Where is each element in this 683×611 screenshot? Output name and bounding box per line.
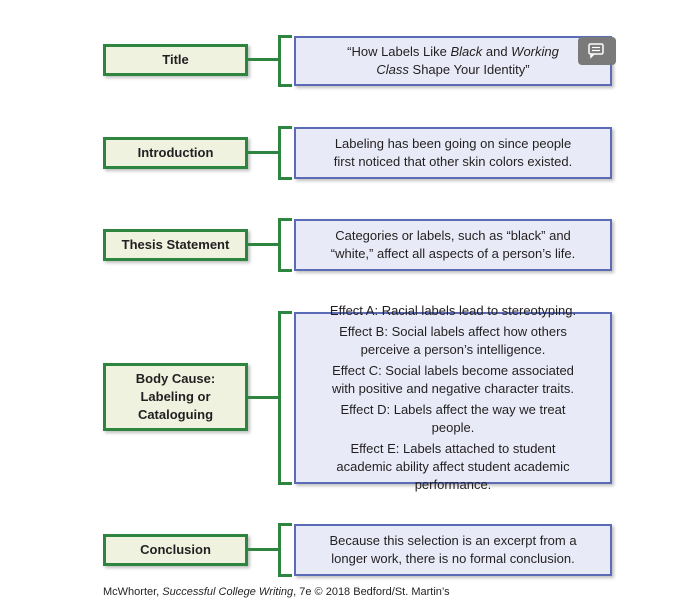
effect-c: Effect C: Social labels become associate… bbox=[331, 363, 575, 396]
label-thesis-statement: Thesis Statement bbox=[103, 229, 248, 261]
bracket-title bbox=[278, 35, 292, 87]
connector-thesis-statement bbox=[248, 243, 278, 246]
content-introduction: Labeling has been going on since people … bbox=[294, 127, 612, 179]
effect-a: Effect A: Racial labels lead to stereoty… bbox=[329, 303, 577, 318]
content-conclusion: Because this selection is an excerpt fro… bbox=[294, 524, 612, 576]
content-thesis-line-2: “white,” affect all aspects of a person’… bbox=[330, 246, 576, 261]
bracket-body-cause bbox=[278, 311, 292, 485]
chat-icon[interactable] bbox=[578, 37, 616, 65]
effect-d: Effect D: Labels affect the way we treat… bbox=[340, 402, 566, 435]
effect-b: Effect B: Social labels affect how other… bbox=[339, 324, 567, 357]
content-thesis-line-1: Categories or labels, such as “black” an… bbox=[335, 228, 571, 243]
bracket-thesis-statement bbox=[278, 218, 292, 272]
label-introduction: Introduction bbox=[103, 137, 248, 169]
content-conclusion-line-2: longer work, there is no formal conclusi… bbox=[331, 551, 575, 566]
effect-e: Effect E: Labels attached to student aca… bbox=[336, 441, 570, 492]
label-conclusion: Conclusion bbox=[103, 534, 248, 566]
connector-conclusion bbox=[248, 548, 278, 551]
content-title-line-2: Class Shape Your Identity” bbox=[376, 62, 530, 77]
label-body-cause: Body Cause: Labeling or Cataloguing bbox=[103, 363, 248, 431]
label-title: Title bbox=[103, 44, 248, 76]
content-thesis-statement: Categories or labels, such as “black” an… bbox=[294, 219, 612, 271]
connector-body-cause bbox=[248, 396, 278, 399]
content-body-cause: Effect A: Racial labels lead to stereoty… bbox=[294, 303, 612, 492]
content-title: “How Labels Like Black and Working Class… bbox=[294, 36, 612, 86]
bracket-introduction bbox=[278, 126, 292, 180]
source-caption: McWhorter, Successful College Writing, 7… bbox=[103, 586, 450, 598]
connector-title bbox=[248, 58, 278, 61]
content-introduction-line-2: first noticed that other skin colors exi… bbox=[333, 154, 573, 169]
content-title-line-1: “How Labels Like Black and Working bbox=[347, 44, 559, 59]
bracket-conclusion bbox=[278, 523, 292, 577]
connector-introduction bbox=[248, 151, 278, 154]
content-conclusion-line-1: Because this selection is an excerpt fro… bbox=[329, 533, 577, 548]
content-introduction-line-1: Labeling has been going on since people bbox=[334, 136, 572, 151]
